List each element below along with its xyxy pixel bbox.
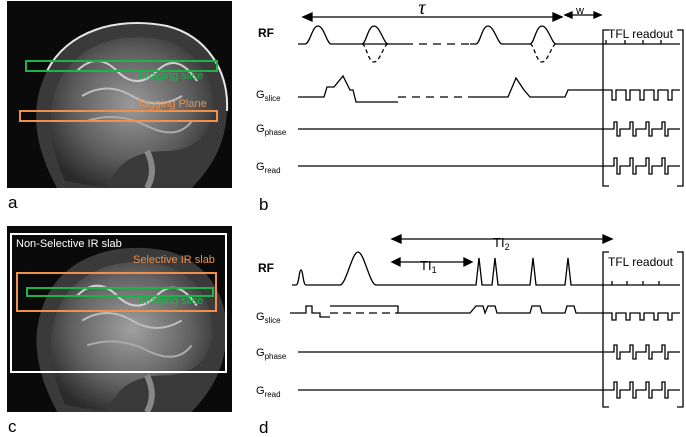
gslice-row-label-b: Gslice — [256, 89, 281, 103]
w-label: w — [575, 5, 584, 17]
ti2-label: TI2 — [493, 235, 510, 252]
panel-label-b: b — [259, 195, 268, 214]
panel-label-d: d — [259, 418, 268, 437]
tagging-plane-box — [19, 110, 218, 122]
gphase-row-label-b: Gphase — [256, 123, 287, 137]
readout-label-b: TFL readout — [608, 27, 674, 41]
imaging-slice-label-c: Imaging slice — [139, 295, 204, 307]
imaging-slice-box — [25, 60, 218, 72]
selective-ir-label: Selective IR slab — [133, 254, 215, 266]
readout-bracket-d — [602, 251, 609, 408]
gslice-row-label-d: Gslice — [256, 311, 281, 325]
panel-label-a: a — [8, 193, 18, 212]
nonselective-ir-label: Non-Selective IR slab — [16, 238, 122, 250]
mri-image-tagging: Imaging slice Tagging Plane — [7, 1, 232, 188]
gslice-waveform-d — [290, 305, 330, 318]
panel-label-c: c — [8, 417, 17, 436]
tau-label: τ — [418, 0, 426, 19]
selective-ir-slab-box — [16, 272, 217, 312]
ti1-label: TI1 — [420, 258, 437, 275]
rf-waveform-d — [292, 251, 470, 286]
gread-row-label-b: Gread — [256, 161, 281, 175]
mri-image-ir: Non-Selective IR slab Selective IR slab … — [7, 226, 232, 412]
imaging-slice-box-c — [26, 287, 214, 297]
nonselective-ir-slab-box — [10, 233, 227, 373]
tagging-plane-label: Tagging Plane — [137, 98, 207, 110]
gphase-row-label-d: Gphase — [256, 347, 287, 361]
mri-head-sagittal — [36, 22, 229, 188]
readout-label-d: TFL readout — [608, 255, 674, 269]
imaging-slice-label: Imaging slice — [139, 70, 204, 82]
gslice-waveform-b — [298, 74, 398, 103]
sequence-diagram-d: TI2 TI1 TFL readout RF Gslice Gphase Gre… — [245, 218, 686, 437]
rf-row-label-b: RF — [258, 26, 274, 40]
tau-arrowhead-right — [552, 11, 564, 23]
rf-row-label-d: RF — [258, 261, 274, 275]
sequence-diagram-b: τ w TFL readout RF Gslice Gphase Gread b — [245, 0, 686, 218]
tau-arrowhead-left — [301, 11, 313, 23]
readout-bracket-b — [602, 29, 609, 187]
gread-row-label-d: Gread — [256, 385, 281, 399]
rf-waveform-b — [298, 25, 405, 45]
